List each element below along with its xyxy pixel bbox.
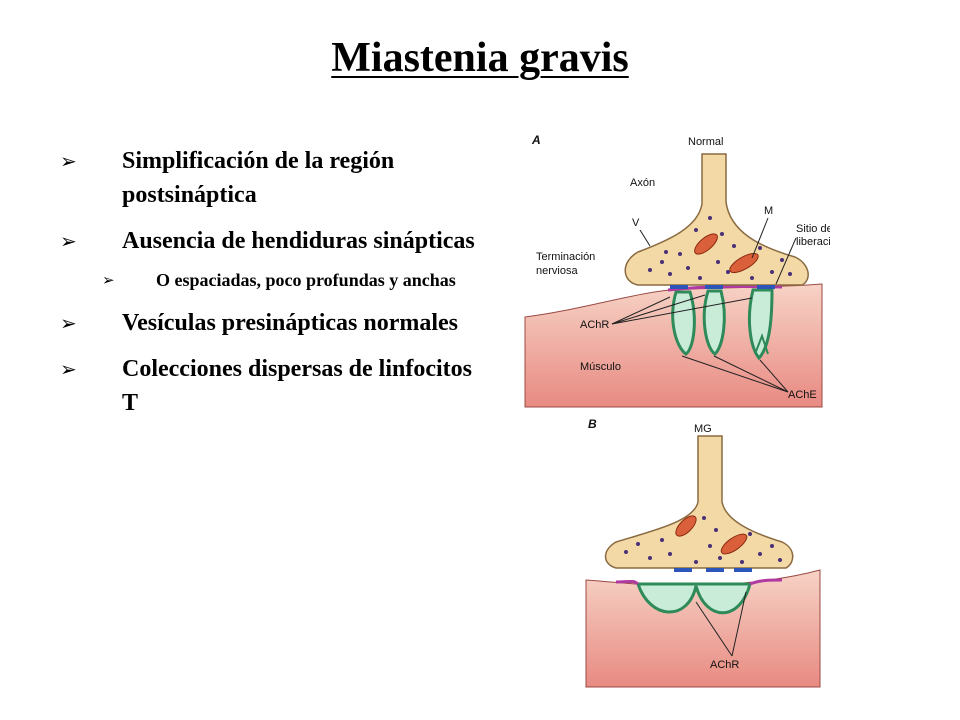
arrow-bullet-icon: ➢ [60, 357, 77, 381]
fold-notch [754, 333, 769, 355]
ache-label: AChE [788, 389, 817, 401]
mitochondrion-icon [729, 252, 759, 274]
junctional-fold [747, 288, 774, 361]
arrow-bullet-icon: ➢ [60, 149, 77, 173]
neuromuscular-junction-diagram: A Normal Axón V M Si [524, 133, 830, 688]
axon-label: Axón [630, 177, 655, 189]
panel-a-header: Normal [688, 136, 723, 148]
panel-b-header: MG [694, 423, 712, 435]
bullet-item: ➢ Simplificación de la región postsinápt… [58, 144, 478, 212]
sub-bullet-text: O espaciadas, poco profundas y anchas [156, 270, 456, 290]
panel-a-letter: A [531, 133, 541, 147]
mitochondrion-icon [694, 233, 718, 255]
nerve-terminal-label-line2: nerviosa [536, 265, 578, 277]
release-site-label-line1: Sitio de [796, 223, 830, 235]
synaptic-vesicles [648, 216, 792, 280]
mitochondria-label: M [764, 205, 773, 217]
bullet-text: Simplificación de la región postsináptic… [122, 148, 395, 208]
junctional-fold [702, 289, 726, 356]
arrow-bullet-icon: ➢ [102, 271, 115, 289]
bullet-text: Colecciones dispersas de linfocitos T [122, 356, 472, 416]
vesicle-label: V [632, 217, 640, 229]
bullet-item: ➢ Vesículas presinápticas normales [58, 306, 478, 340]
achr-label-b: AChR [710, 659, 739, 671]
label-pointers-a [611, 217, 797, 393]
label-pointers-b [695, 591, 747, 657]
bullet-item: ➢ Ausencia de hendiduras sinápticas [58, 224, 478, 258]
nerve-terminal-b [604, 435, 794, 569]
synaptic-vesicles [624, 516, 782, 564]
nerve-terminal-a [624, 153, 809, 286]
muscle-label: Músculo [580, 361, 621, 373]
release-site-label-line2: liberación [796, 236, 830, 248]
junctional-fold [671, 290, 696, 356]
achr-label-a: AChR [580, 319, 609, 331]
panel-b: B MG AChR [585, 417, 821, 688]
sub-bullet-item: ➢ O espaciadas, poco profundas y anchas [58, 266, 478, 294]
slide-title: Miastenia gravis [331, 35, 629, 81]
arrow-bullet-icon: ➢ [60, 229, 77, 253]
panel-a: A Normal Axón V M Si [524, 133, 830, 408]
simplified-fold [635, 582, 752, 615]
arrow-bullet-icon: ➢ [60, 311, 77, 335]
panel-b-letter: B [588, 417, 597, 431]
bullet-text: Vesículas presinápticas normales [122, 310, 459, 336]
nerve-terminal-label-line1: Terminación [536, 251, 595, 263]
bullet-list: ➢ Simplificación de la región postsinápt… [58, 144, 478, 432]
bullet-text: Ausencia de hendiduras sinápticas [122, 228, 475, 254]
mitochondrion-icon [720, 533, 748, 555]
mitochondrion-icon [675, 515, 697, 537]
bullet-item: ➢ Colecciones dispersas de linfocitos T [58, 352, 478, 420]
postsynaptic-membrane-b [615, 578, 783, 586]
